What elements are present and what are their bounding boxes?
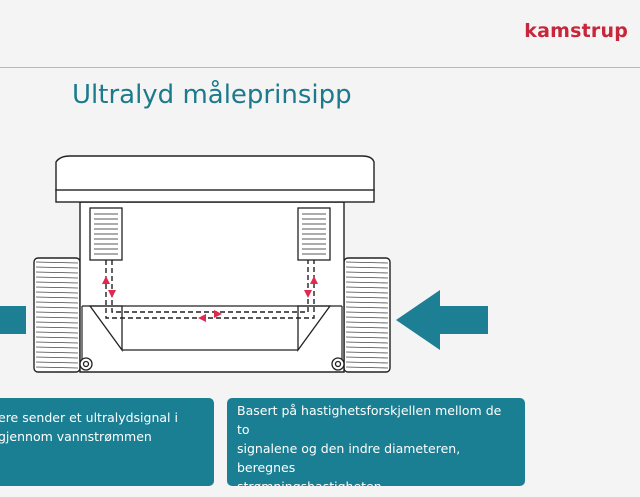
bolt-left	[79, 357, 93, 371]
info-box-left: ere sender et ultralydsignal i gjennom v…	[0, 398, 214, 486]
info-box-right-line-3: strømningshastigheten	[237, 477, 515, 486]
slide-title: Ultralyd måleprinsipp	[72, 80, 352, 110]
flow-meter-diagram	[0, 155, 488, 373]
signal-arrows	[102, 276, 318, 322]
info-box-left-line-1: ere sender et ultralydsignal i	[0, 410, 178, 425]
thread-lines	[35, 261, 389, 369]
info-box-right-line-1: Basert på hastighetsforskjellen mellom d…	[237, 403, 502, 437]
info-box-right-line-2: signalene og den indre diameteren, bereg…	[237, 441, 461, 475]
info-box-right: Basert på hastighetsforskjellen mellom d…	[227, 398, 525, 486]
signal-path	[105, 260, 315, 319]
kamstrup-logo: kamstrup	[524, 20, 628, 42]
header-divider	[0, 67, 640, 68]
flow-arrow-left	[0, 306, 26, 334]
flow-arrow-right	[396, 290, 488, 350]
bolt-right	[331, 357, 345, 371]
flow-channel	[81, 305, 343, 362]
meter-body	[33, 155, 391, 373]
info-box-left-line-2: gjennom vannstrømmen	[0, 429, 152, 444]
